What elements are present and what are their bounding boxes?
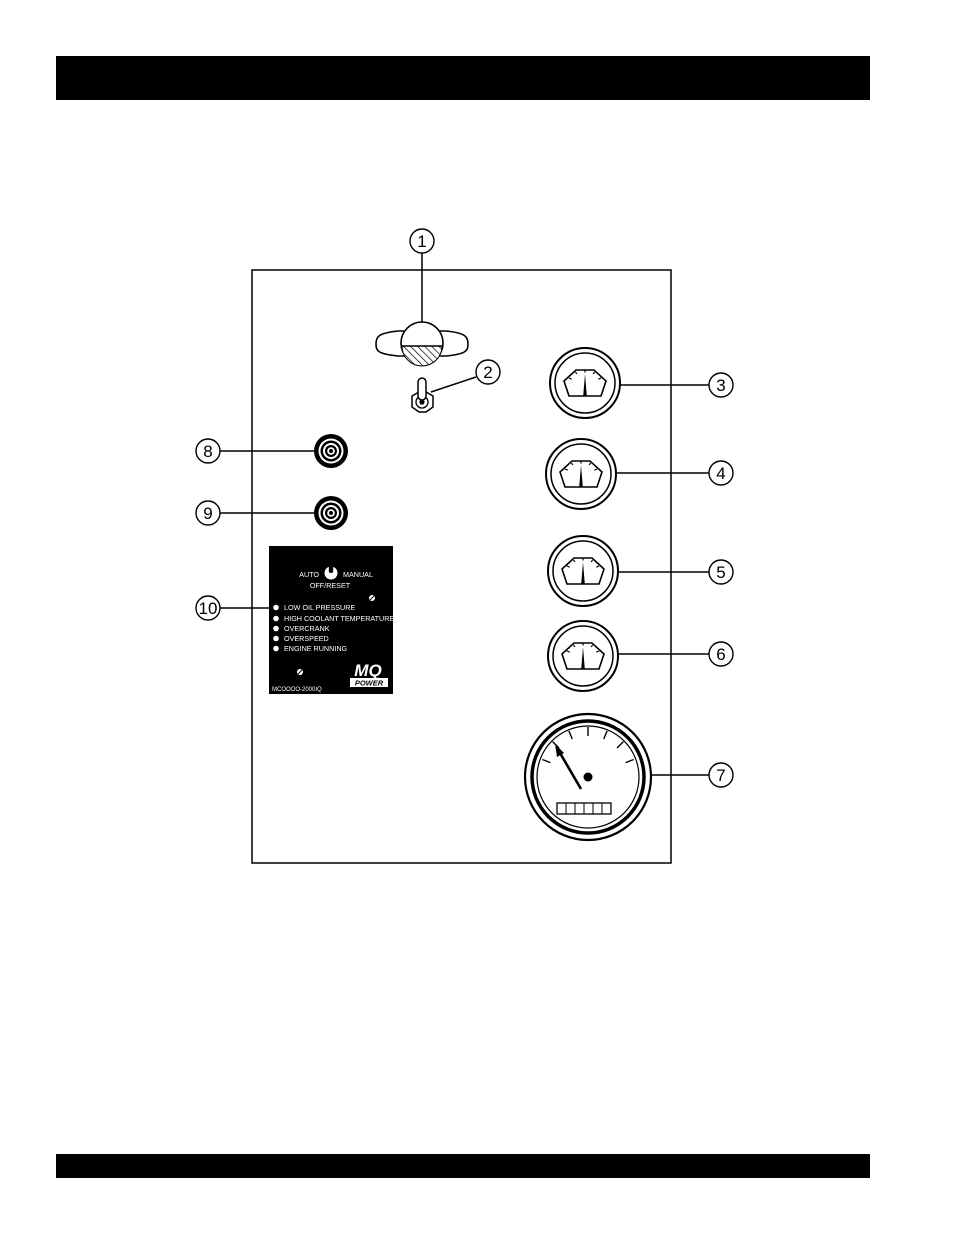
svg-text:9: 9 <box>203 504 212 523</box>
svg-text:6: 6 <box>716 645 725 664</box>
indicator-led-icon <box>273 626 279 632</box>
key-switch-icon <box>376 322 468 366</box>
mode-auto-label: AUTO <box>299 570 319 579</box>
callout-5: 5 <box>709 560 733 584</box>
mode-off-reset-label: OFF/RESET <box>310 581 351 590</box>
indicator-led-icon <box>273 636 279 642</box>
indicator-led-icon <box>273 646 279 652</box>
indicator-led-icon <box>273 616 279 622</box>
svg-text:7: 7 <box>716 766 725 785</box>
svg-text:3: 3 <box>716 376 725 395</box>
gauge-icon <box>546 439 616 509</box>
tachometer-icon <box>525 714 651 840</box>
callout-7: 7 <box>709 763 733 787</box>
svg-text:1: 1 <box>417 232 426 251</box>
svg-text:10: 10 <box>199 599 218 618</box>
mq-logo-main: MQ <box>354 661 381 680</box>
indicator-led-icon <box>273 605 279 611</box>
svg-text:4: 4 <box>716 464 725 483</box>
toggle-switch-icon <box>412 378 433 412</box>
callout-9: 9 <box>196 501 220 525</box>
indicator-overspeed: OVERSPEED <box>284 634 329 643</box>
callout-3: 3 <box>709 373 733 397</box>
indicator-overcrank: OVERCRANK <box>284 624 330 633</box>
callout-4: 4 <box>709 461 733 485</box>
gauge-icon <box>550 348 620 418</box>
svg-text:5: 5 <box>716 563 725 582</box>
callout-6: 6 <box>709 642 733 666</box>
indicator-low-oil-pressure: LOW OIL PRESSURE <box>284 603 355 612</box>
push-button-icon <box>314 434 348 468</box>
svg-text:2: 2 <box>483 363 492 382</box>
callout-8: 8 <box>196 439 220 463</box>
indicator-engine-running: ENGINE RUNNING <box>284 644 348 653</box>
indicator-high-coolant-temp: HIGH COOLANT TEMPERATURE <box>284 614 394 623</box>
gauge-icon <box>548 536 618 606</box>
svg-text:8: 8 <box>203 442 212 461</box>
push-button-icon <box>314 496 348 530</box>
leader-line-2 <box>431 377 476 392</box>
controller-module: AUTO MANUAL OFF/RESET LOW OIL PRESSURE H… <box>269 546 394 694</box>
mq-logo-sub: POWER <box>355 679 384 688</box>
mode-manual-label: MANUAL <box>343 570 373 579</box>
callout-10: 10 <box>196 596 220 620</box>
gauge-icon <box>548 621 618 691</box>
callout-1: 1 <box>410 229 434 253</box>
model-number-label: MCOOOO-2000IQ <box>272 687 322 693</box>
callout-2: 2 <box>476 360 500 384</box>
